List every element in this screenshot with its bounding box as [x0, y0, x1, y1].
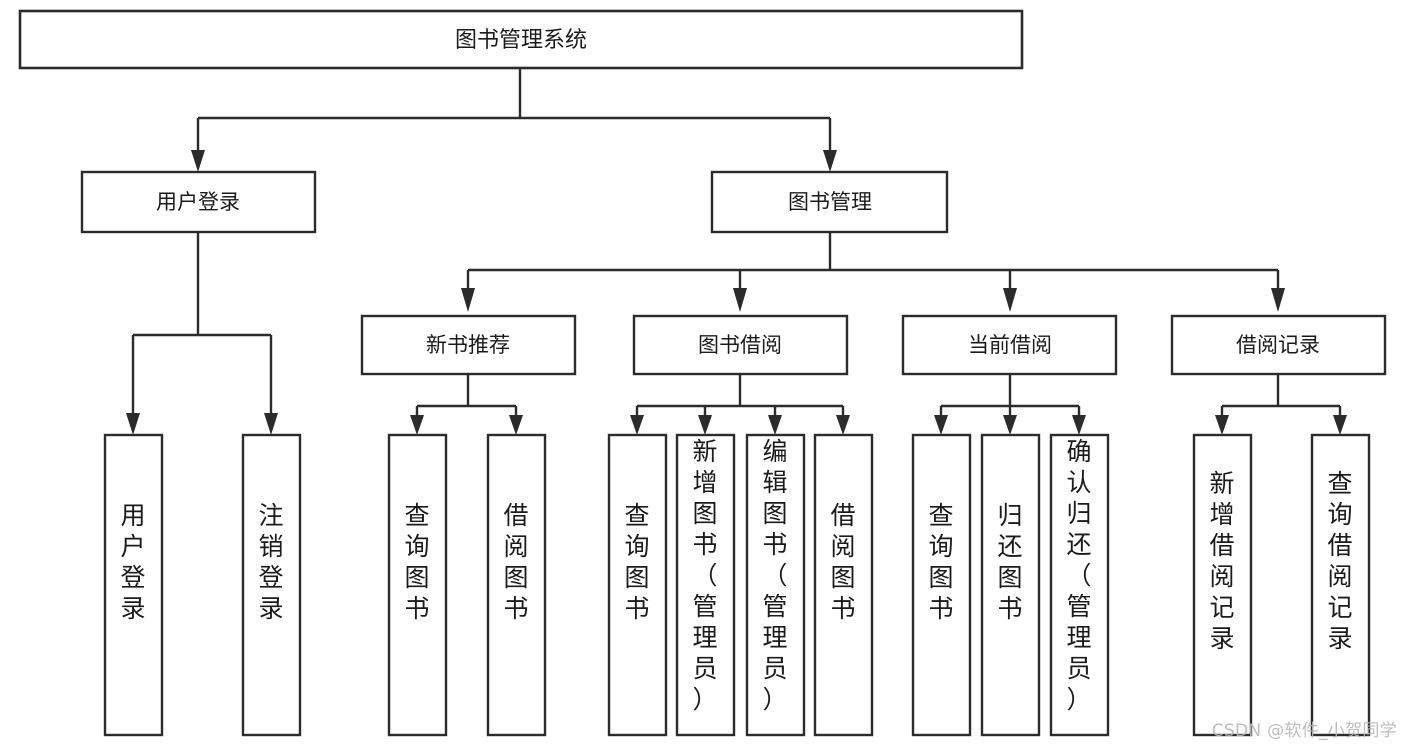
- node-leaf-4[interactable]: 借阅图书: [486, 433, 547, 737]
- arrow-head-leaf-2: [264, 413, 278, 435]
- node-leaf-5[interactable]: 查询图书: [607, 433, 668, 737]
- arrow-head-current: [1003, 288, 1017, 312]
- arrow-head-leaf-4: [509, 415, 523, 435]
- connector-borrow-to-leaves: [635, 374, 845, 417]
- arrow-head-borrow: [733, 288, 747, 312]
- arrow-head-leaf-12: [1215, 415, 1229, 435]
- node-leaf-7-box[interactable]: [745, 433, 806, 737]
- connector-login-to-leaves: [131, 232, 273, 415]
- arrow-head-records: [1271, 288, 1285, 312]
- arrow-head-leaf-11: [1072, 415, 1086, 435]
- node-root-label: 图书管理系统: [455, 28, 587, 53]
- node-leaf-8[interactable]: 借阅图书: [813, 433, 874, 737]
- node-leaf-3-box[interactable]: [387, 433, 448, 737]
- node-current[interactable]: 当前借阅: [901, 314, 1118, 376]
- node-leaf-10-label: 归还图书: [997, 501, 1022, 623]
- node-leaf-1-label: 用户登录: [120, 501, 145, 623]
- node-leaf-5-box[interactable]: [607, 433, 668, 737]
- node-leaf-2-label: 注销登录: [258, 501, 283, 623]
- node-leaf-13-label: 查询借阅记录: [1327, 469, 1352, 653]
- node-bookmgmt-label: 图书管理: [788, 190, 872, 214]
- node-leaf-6[interactable]: 新增图书（管理员）: [675, 433, 736, 737]
- node-leaf-6-label: 新增图书（管理员）: [692, 437, 717, 714]
- node-layer: 图书管理系统 用户登录 图书管理 新书推荐 图书借阅 当前: [18, 9, 1387, 737]
- node-newbook[interactable]: 新书推荐: [360, 314, 577, 376]
- node-root[interactable]: 图书管理系统: [18, 9, 1024, 70]
- connector-root-to-level1: [196, 68, 832, 152]
- node-leaf-12[interactable]: 新增借阅记录: [1192, 433, 1253, 737]
- node-leaf-5-label: 查询图书: [624, 501, 649, 623]
- node-leaf-2[interactable]: 注销登录: [241, 433, 302, 737]
- node-leaf-3[interactable]: 查询图书: [387, 433, 448, 737]
- node-newbook-box[interactable]: [360, 314, 577, 376]
- node-current-box[interactable]: [901, 314, 1118, 376]
- connector-layer: [126, 68, 1347, 435]
- node-leaf-2-box[interactable]: [241, 433, 302, 737]
- node-leaf-13[interactable]: 查询借阅记录: [1310, 433, 1371, 737]
- node-newbook-label: 新书推荐: [426, 333, 510, 357]
- node-leaf-1-box[interactable]: [103, 433, 164, 737]
- node-login[interactable]: 用户登录: [80, 170, 317, 234]
- node-leaf-4-box[interactable]: [486, 433, 547, 737]
- connector-current-to-leaves: [939, 374, 1081, 417]
- node-leaf-9-box[interactable]: [911, 433, 972, 737]
- arrow-head-leaf-8: [836, 415, 850, 435]
- node-root-box[interactable]: [18, 9, 1024, 70]
- node-records-label: 借阅记录: [1236, 333, 1320, 357]
- node-leaf-11-box[interactable]: [1049, 433, 1110, 737]
- node-leaf-4-label: 借阅图书: [503, 501, 528, 623]
- node-leaf-3-label: 查询图书: [404, 501, 429, 623]
- connector-bookmgmt-to-level2: [466, 232, 1280, 290]
- arrow-head-leaf-7: [768, 415, 782, 435]
- node-login-box[interactable]: [80, 170, 317, 234]
- node-leaf-12-label: 新增借阅记录: [1209, 469, 1234, 653]
- node-leaf-1[interactable]: 用户登录: [103, 433, 164, 737]
- node-leaf-8-label: 借阅图书: [830, 501, 855, 623]
- node-borrow[interactable]: 图书借阅: [632, 314, 849, 376]
- arrow-head-newbook: [461, 288, 475, 312]
- node-leaf-9[interactable]: 查询图书: [911, 433, 972, 737]
- node-records[interactable]: 借阅记录: [1170, 314, 1387, 376]
- arrow-head-login: [191, 150, 205, 172]
- connector-newbook-to-leaves: [415, 374, 518, 417]
- node-leaf-13-box[interactable]: [1310, 433, 1371, 737]
- connector-records-to-leaves: [1220, 374, 1342, 417]
- arrow-head-leaf-3: [410, 415, 424, 435]
- node-leaf-9-label: 查询图书: [928, 501, 953, 623]
- node-bookmgmt[interactable]: 图书管理: [710, 170, 949, 234]
- node-leaf-10-box[interactable]: [980, 433, 1041, 737]
- arrow-head-leaf-5: [630, 415, 644, 435]
- node-leaf-10[interactable]: 归还图书: [980, 433, 1041, 737]
- node-leaf-12-box[interactable]: [1192, 433, 1253, 737]
- node-records-box[interactable]: [1170, 314, 1387, 376]
- node-login-label: 用户登录: [156, 190, 240, 214]
- node-bookmgmt-box[interactable]: [710, 170, 949, 234]
- arrow-head-leaf-13: [1333, 415, 1347, 435]
- arrow-head-leaf-6: [698, 415, 712, 435]
- arrow-head-leaf-1: [126, 413, 140, 435]
- arrow-head-leaf-9: [934, 415, 948, 435]
- node-leaf-11[interactable]: 确认归还（管理员）: [1049, 433, 1110, 737]
- arrow-head-leaf-10: [1003, 415, 1017, 435]
- node-leaf-7[interactable]: 编辑图书（管理员）: [745, 433, 806, 737]
- node-current-label: 当前借阅: [968, 333, 1052, 357]
- node-leaf-7-label: 编辑图书（管理员）: [762, 437, 787, 714]
- node-leaf-6-box[interactable]: [675, 433, 736, 737]
- arrow-head-bookmgmt: [823, 150, 837, 172]
- node-leaf-11-label: 确认归还（管理员）: [1066, 437, 1091, 714]
- node-leaf-8-box[interactable]: [813, 433, 874, 737]
- node-borrow-box[interactable]: [632, 314, 849, 376]
- node-borrow-label: 图书借阅: [698, 333, 782, 357]
